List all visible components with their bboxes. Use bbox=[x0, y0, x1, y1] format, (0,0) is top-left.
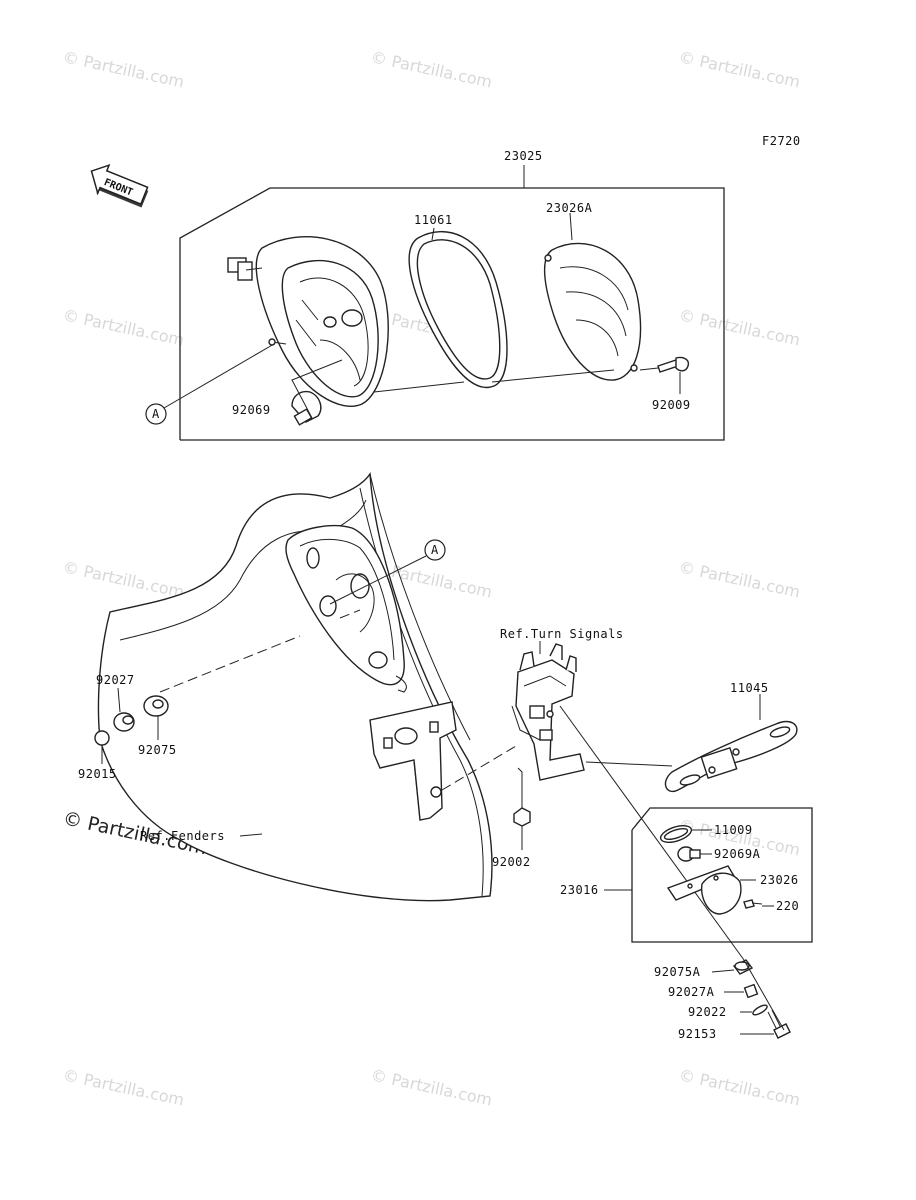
watermarks: © Partzilla.com © Partzilla.com © Partzi… bbox=[61, 47, 802, 1109]
rear-fender bbox=[97, 471, 493, 902]
part-label-220: 220 bbox=[776, 899, 799, 913]
license-light-frame bbox=[604, 807, 813, 943]
figure-code: F2720 bbox=[762, 134, 801, 148]
watermark: © Partzilla.com bbox=[61, 557, 186, 601]
part-label-11061: 11061 bbox=[414, 213, 453, 227]
watermark: © Partzilla.com bbox=[61, 1065, 186, 1109]
grommet-92075 bbox=[143, 695, 169, 740]
turn-signal-bracket bbox=[511, 641, 585, 781]
collar-92027a bbox=[724, 983, 759, 999]
watermark: © Partzilla.com bbox=[369, 47, 494, 91]
front-arrow-icon: FRONT bbox=[90, 164, 149, 208]
watermark: © Partzilla.com bbox=[61, 47, 186, 91]
lens-23026a bbox=[543, 212, 642, 381]
callout-a-bottom: A bbox=[329, 539, 446, 605]
bracket-11045 bbox=[664, 694, 798, 793]
nut-92027 bbox=[113, 687, 135, 732]
washer-92022 bbox=[740, 1004, 768, 1016]
bolt-92153 bbox=[740, 1009, 791, 1039]
watermark: © Partzilla.com bbox=[61, 305, 186, 349]
part-label-92027a: 92027A bbox=[668, 985, 715, 999]
gasket-11061 bbox=[408, 227, 508, 389]
screw-92009 bbox=[639, 356, 690, 394]
part-label-92069a: 92069A bbox=[714, 847, 761, 861]
part-label-23025: 23025 bbox=[504, 149, 543, 163]
taillight-assembly-frame bbox=[179, 165, 725, 441]
part-label-92069: 92069 bbox=[232, 403, 271, 417]
watermark: © Partzilla.com bbox=[677, 1065, 802, 1109]
nut-92002 bbox=[513, 767, 531, 850]
screw-220 bbox=[743, 899, 774, 909]
part-label-92153: 92153 bbox=[678, 1027, 717, 1041]
part-label-23026: 23026 bbox=[760, 873, 799, 887]
lens-23026 bbox=[666, 865, 756, 915]
watermark: © Partzilla.com bbox=[677, 557, 802, 601]
part-label-92075a: 92075A bbox=[654, 965, 701, 979]
taillight-housing bbox=[227, 236, 389, 407]
part-label-11045: 11045 bbox=[730, 681, 769, 695]
gasket-11009 bbox=[659, 825, 712, 843]
svg-text:A: A bbox=[152, 407, 160, 421]
part-label-23016: 23016 bbox=[560, 883, 599, 897]
part-label-92009: 92009 bbox=[652, 398, 691, 412]
ref-label-turn-signals: Ref.Turn Signals bbox=[500, 627, 624, 641]
ref-label-fenders: Ref.Fenders bbox=[140, 829, 225, 843]
callout-a-top: A bbox=[145, 343, 275, 425]
part-label-92002: 92002 bbox=[492, 855, 531, 869]
bulb-92069a bbox=[677, 846, 712, 862]
part-label-92027: 92027 bbox=[96, 673, 135, 687]
washer-92015 bbox=[94, 730, 110, 764]
bulb-92069 bbox=[291, 359, 343, 426]
part-label-92075: 92075 bbox=[138, 743, 177, 757]
part-label-92022: 92022 bbox=[688, 1005, 727, 1019]
part-label-23026a: 23026A bbox=[546, 201, 593, 215]
watermark: © Partzilla.com bbox=[369, 1065, 494, 1109]
watermark: © Partzilla.com bbox=[677, 47, 802, 91]
part-label-92015: 92015 bbox=[78, 767, 117, 781]
svg-text:A: A bbox=[431, 543, 439, 557]
part-label-11009: 11009 bbox=[714, 823, 753, 837]
grommet-92075a bbox=[711, 959, 754, 975]
watermark: © Partzilla.com bbox=[677, 305, 802, 349]
